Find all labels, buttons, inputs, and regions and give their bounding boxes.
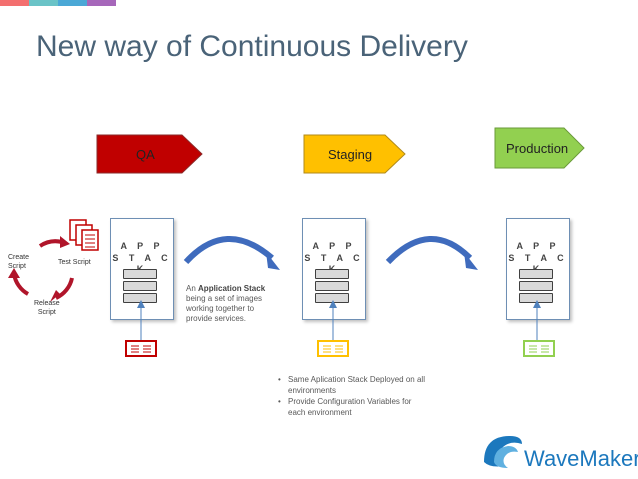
stack-layer	[123, 269, 157, 279]
qa-stage-arrow	[96, 134, 203, 174]
staging-stage-label: Staging	[328, 147, 373, 162]
color-bar-segment	[87, 0, 116, 6]
app-stack-label: A P P	[516, 241, 560, 251]
config-file-icon	[125, 340, 157, 357]
production-stage-arrow	[494, 127, 585, 169]
staging-stage-arrow	[303, 134, 406, 174]
test-script-label: Test Script	[58, 259, 91, 266]
bullet-item: Same Aplication Stack Deployed on all en…	[278, 374, 428, 396]
wave-icon	[484, 436, 522, 468]
stack-layer	[519, 269, 553, 279]
bullet-item: Provide Configuration Variables for each…	[278, 396, 428, 418]
application-stack-note: An Application Stack being a set of imag…	[186, 284, 270, 324]
wavemaker-logo-text: WaveMaker	[524, 446, 638, 471]
config-file-icon	[523, 340, 555, 357]
create-script-label: Create Script	[8, 254, 30, 270]
note-rest: being a set of images working together t…	[186, 294, 263, 323]
script-cycle	[8, 236, 74, 302]
qa-stage-label: QA	[136, 147, 155, 162]
promote-arrow-qa-staging	[183, 235, 274, 265]
app-stack-label: A P P	[312, 241, 356, 251]
stack-layer	[519, 281, 553, 291]
top-color-bar	[0, 0, 116, 6]
production-stage-label: Production	[506, 141, 569, 156]
slide-title: New way of Continuous Delivery	[36, 30, 468, 63]
app-stack-production: A P P S T A C K	[506, 218, 570, 320]
stack-layer	[315, 269, 349, 279]
bullet-list: Same Aplication Stack Deployed on all en…	[278, 374, 428, 418]
app-stack-label: A P P	[120, 241, 164, 251]
color-bar-segment	[58, 0, 87, 6]
config-file-icon	[317, 340, 349, 357]
note-prefix: An	[186, 284, 196, 293]
documents-icon	[69, 219, 99, 251]
stack-layer	[123, 281, 157, 291]
note-bold: Application Stack	[198, 284, 266, 293]
color-bar-segment	[29, 0, 58, 6]
color-bar-segment	[0, 0, 29, 6]
promote-arrow-staging-production	[385, 235, 473, 265]
release-script-label: Release Script	[34, 300, 60, 316]
stack-layer	[315, 281, 349, 291]
